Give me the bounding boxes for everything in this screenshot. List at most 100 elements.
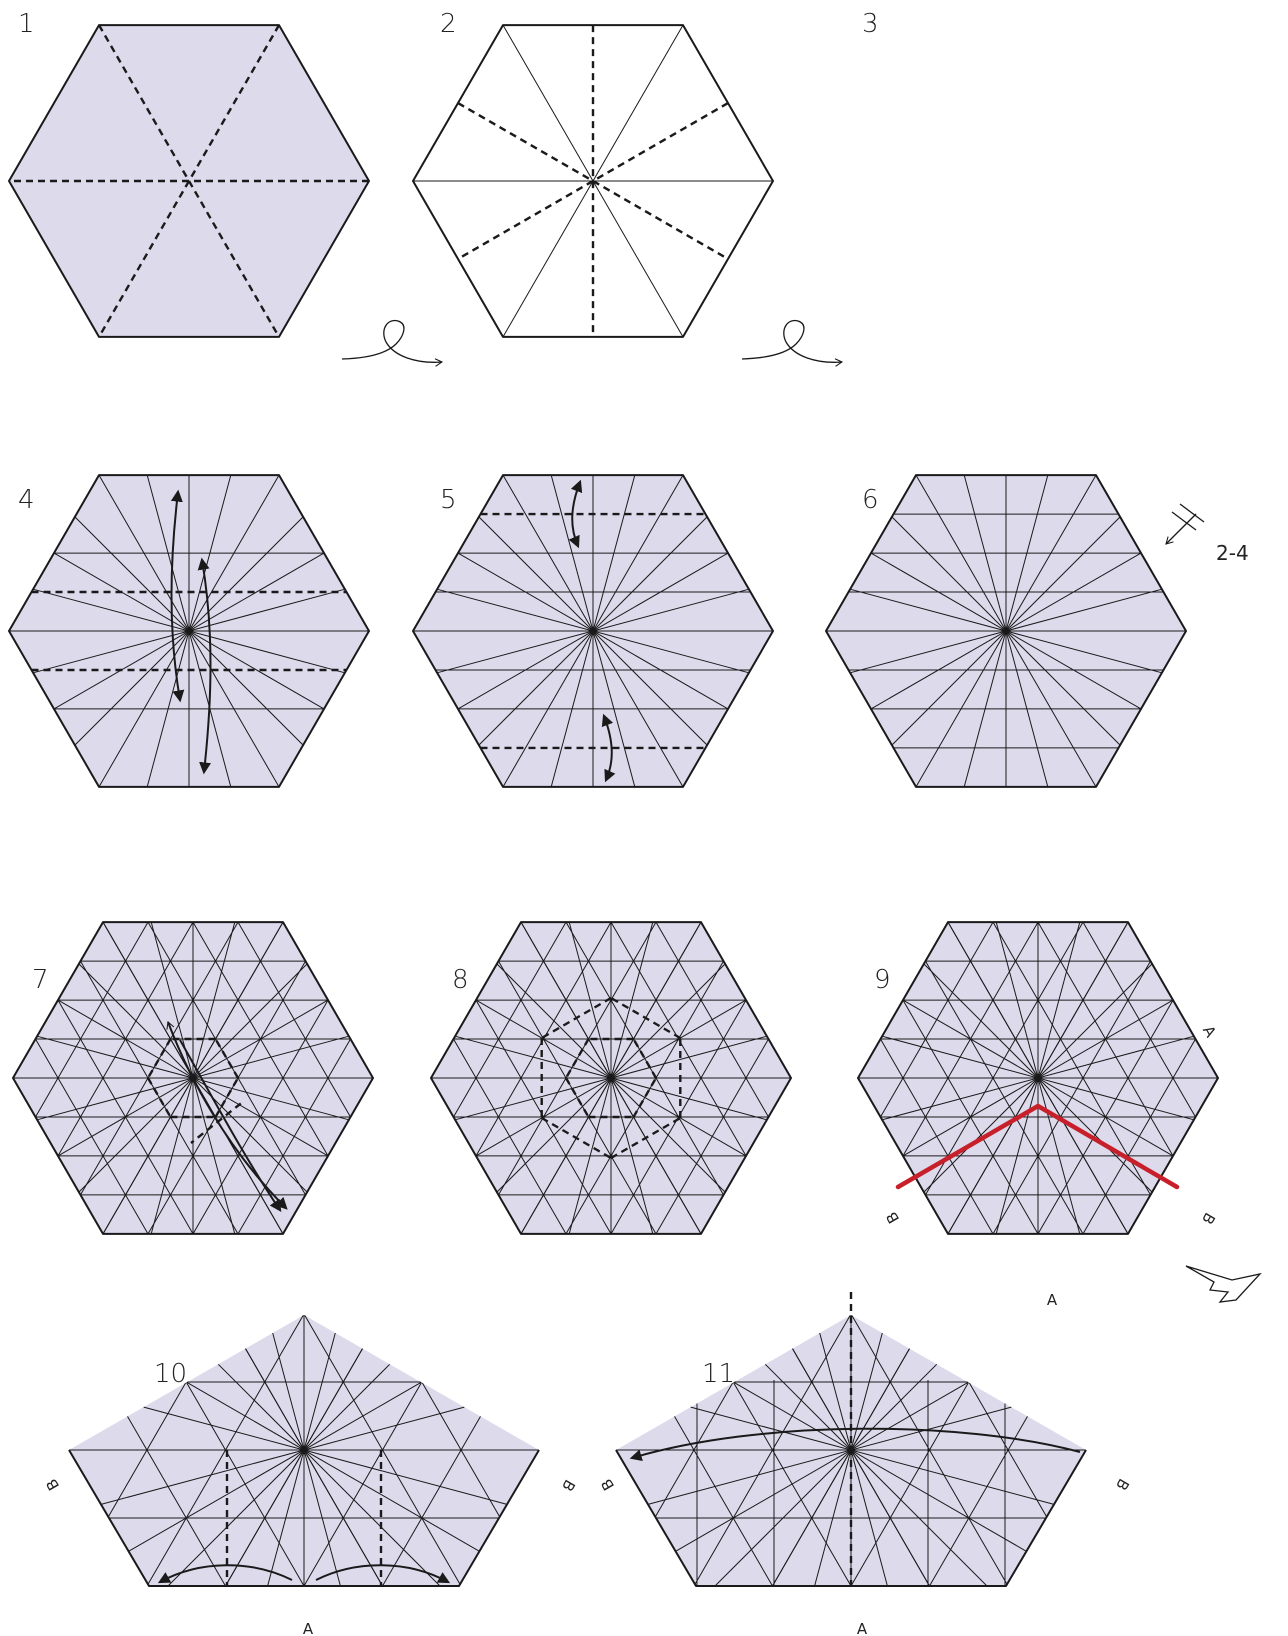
step-9-label-bottom: A	[1047, 1291, 1058, 1309]
radial-crease	[245, 1348, 383, 1587]
fold-unfold-arrow	[315, 1564, 451, 1584]
hollow-arrow-icon	[1185, 1265, 1262, 1303]
radial-crease	[32, 588, 346, 674]
radial-crease	[675, 1381, 969, 1552]
valley-fold-line	[632, 1077, 658, 1118]
repeat-steps-icon	[1165, 503, 1205, 545]
radial-crease	[849, 588, 1163, 674]
grid-crease	[382, 1416, 481, 1587]
radial-crease	[267, 1332, 336, 1587]
turn-over-icon	[341, 319, 444, 367]
fold-unfold-arrow	[170, 489, 185, 703]
fold-arrow	[629, 1427, 1081, 1462]
step-7	[12, 921, 374, 1235]
step-11-label-left: B	[597, 1476, 618, 1494]
valley-fold-line	[632, 1038, 658, 1079]
crease-line	[502, 24, 684, 338]
valley-fold-line	[564, 1077, 590, 1118]
step-11	[615, 1292, 1087, 1590]
paper-edge	[412, 24, 774, 338]
step-10	[68, 1315, 540, 1587]
repeat-steps-label: 2-4	[1216, 541, 1249, 565]
paper-edge	[68, 1449, 540, 1587]
step-9-number: 9	[874, 965, 891, 995]
step-11-label-right: B	[1112, 1476, 1133, 1494]
valley-fold-line	[457, 102, 729, 260]
step-10-number: 10	[154, 1359, 187, 1389]
turn-over-icon	[741, 319, 844, 367]
radial-crease	[436, 588, 750, 674]
paper-edge	[412, 474, 774, 788]
fold-unfold-arrow	[568, 479, 583, 549]
radial-crease	[733, 1381, 1027, 1552]
valley-fold-line	[97, 24, 281, 338]
step-3-number: 3	[862, 9, 879, 39]
step-5-number: 5	[440, 485, 457, 515]
valley-fold-line	[541, 1116, 612, 1160]
turn-over-icon	[741, 319, 844, 367]
radial-crease	[819, 1332, 888, 1587]
highlighted-crease	[895, 1103, 1180, 1190]
radial-crease	[647, 1406, 1012, 1505]
step-8	[430, 921, 792, 1235]
turn-over-icon	[341, 319, 444, 367]
step-7-number: 7	[32, 965, 49, 995]
radial-crease	[100, 1406, 465, 1505]
step-6	[825, 474, 1205, 788]
valley-fold-line	[564, 1038, 590, 1079]
valley-fold-line	[541, 996, 612, 1040]
step-1	[8, 24, 444, 367]
fold-unfold-arrow	[179, 1039, 282, 1212]
fold-unfold-arrow	[157, 1564, 293, 1584]
paper-edge	[12, 921, 374, 1235]
step-9-label-lower-right: B	[1198, 1210, 1219, 1228]
radial-crease	[881, 1035, 1195, 1121]
step-11-label-bottom: A	[857, 1620, 868, 1636]
paper-edge	[857, 921, 1219, 1235]
paper-edge	[430, 921, 792, 1235]
grid-crease	[127, 1416, 226, 1587]
valley-fold-line	[146, 1038, 172, 1079]
radial-crease	[792, 1348, 930, 1587]
step-4	[8, 474, 370, 788]
step-4-number: 4	[18, 485, 35, 515]
fold-unfold-arrow	[601, 713, 616, 783]
radial-crease	[814, 1332, 883, 1587]
paper-edge	[615, 1449, 1087, 1587]
radial-crease	[764, 1363, 988, 1587]
step-5	[412, 474, 774, 788]
step-10-label-right: B	[558, 1477, 579, 1495]
step-6-number: 6	[862, 485, 879, 515]
fold-unfold-arrow	[197, 557, 212, 775]
repeat-steps-icon	[1165, 513, 1197, 545]
radial-crease	[272, 1332, 341, 1587]
radial-crease	[225, 1348, 363, 1587]
paper-edge	[8, 474, 370, 788]
step-9-label-lower-left: B	[882, 1209, 903, 1227]
step-11-number: 11	[702, 1359, 735, 1389]
grid-crease	[929, 1416, 1028, 1587]
step-2-number: 2	[440, 9, 457, 39]
step-8-number: 8	[452, 965, 469, 995]
radial-crease	[143, 1406, 508, 1505]
radial-crease	[454, 1035, 768, 1121]
radial-crease	[186, 1381, 480, 1552]
radial-crease	[772, 1348, 910, 1587]
repeat-steps-icon	[1171, 511, 1197, 531]
step-2	[412, 24, 844, 367]
step-10-label-bottom: A	[303, 1620, 314, 1636]
repeat-steps-icon	[1179, 503, 1205, 523]
valley-fold-line	[610, 996, 681, 1040]
radial-crease	[690, 1406, 1055, 1505]
valley-fold-line	[457, 102, 729, 260]
step-9	[857, 921, 1262, 1303]
step-10-label-left: B	[42, 1476, 63, 1494]
radial-crease	[128, 1381, 422, 1552]
paper-edge	[8, 24, 370, 338]
radial-crease	[714, 1363, 938, 1587]
fold-unfold-arrow	[166, 1020, 288, 1210]
radial-crease	[167, 1363, 391, 1587]
step-1-number: 1	[18, 9, 35, 39]
valley-fold-line	[610, 1116, 681, 1160]
